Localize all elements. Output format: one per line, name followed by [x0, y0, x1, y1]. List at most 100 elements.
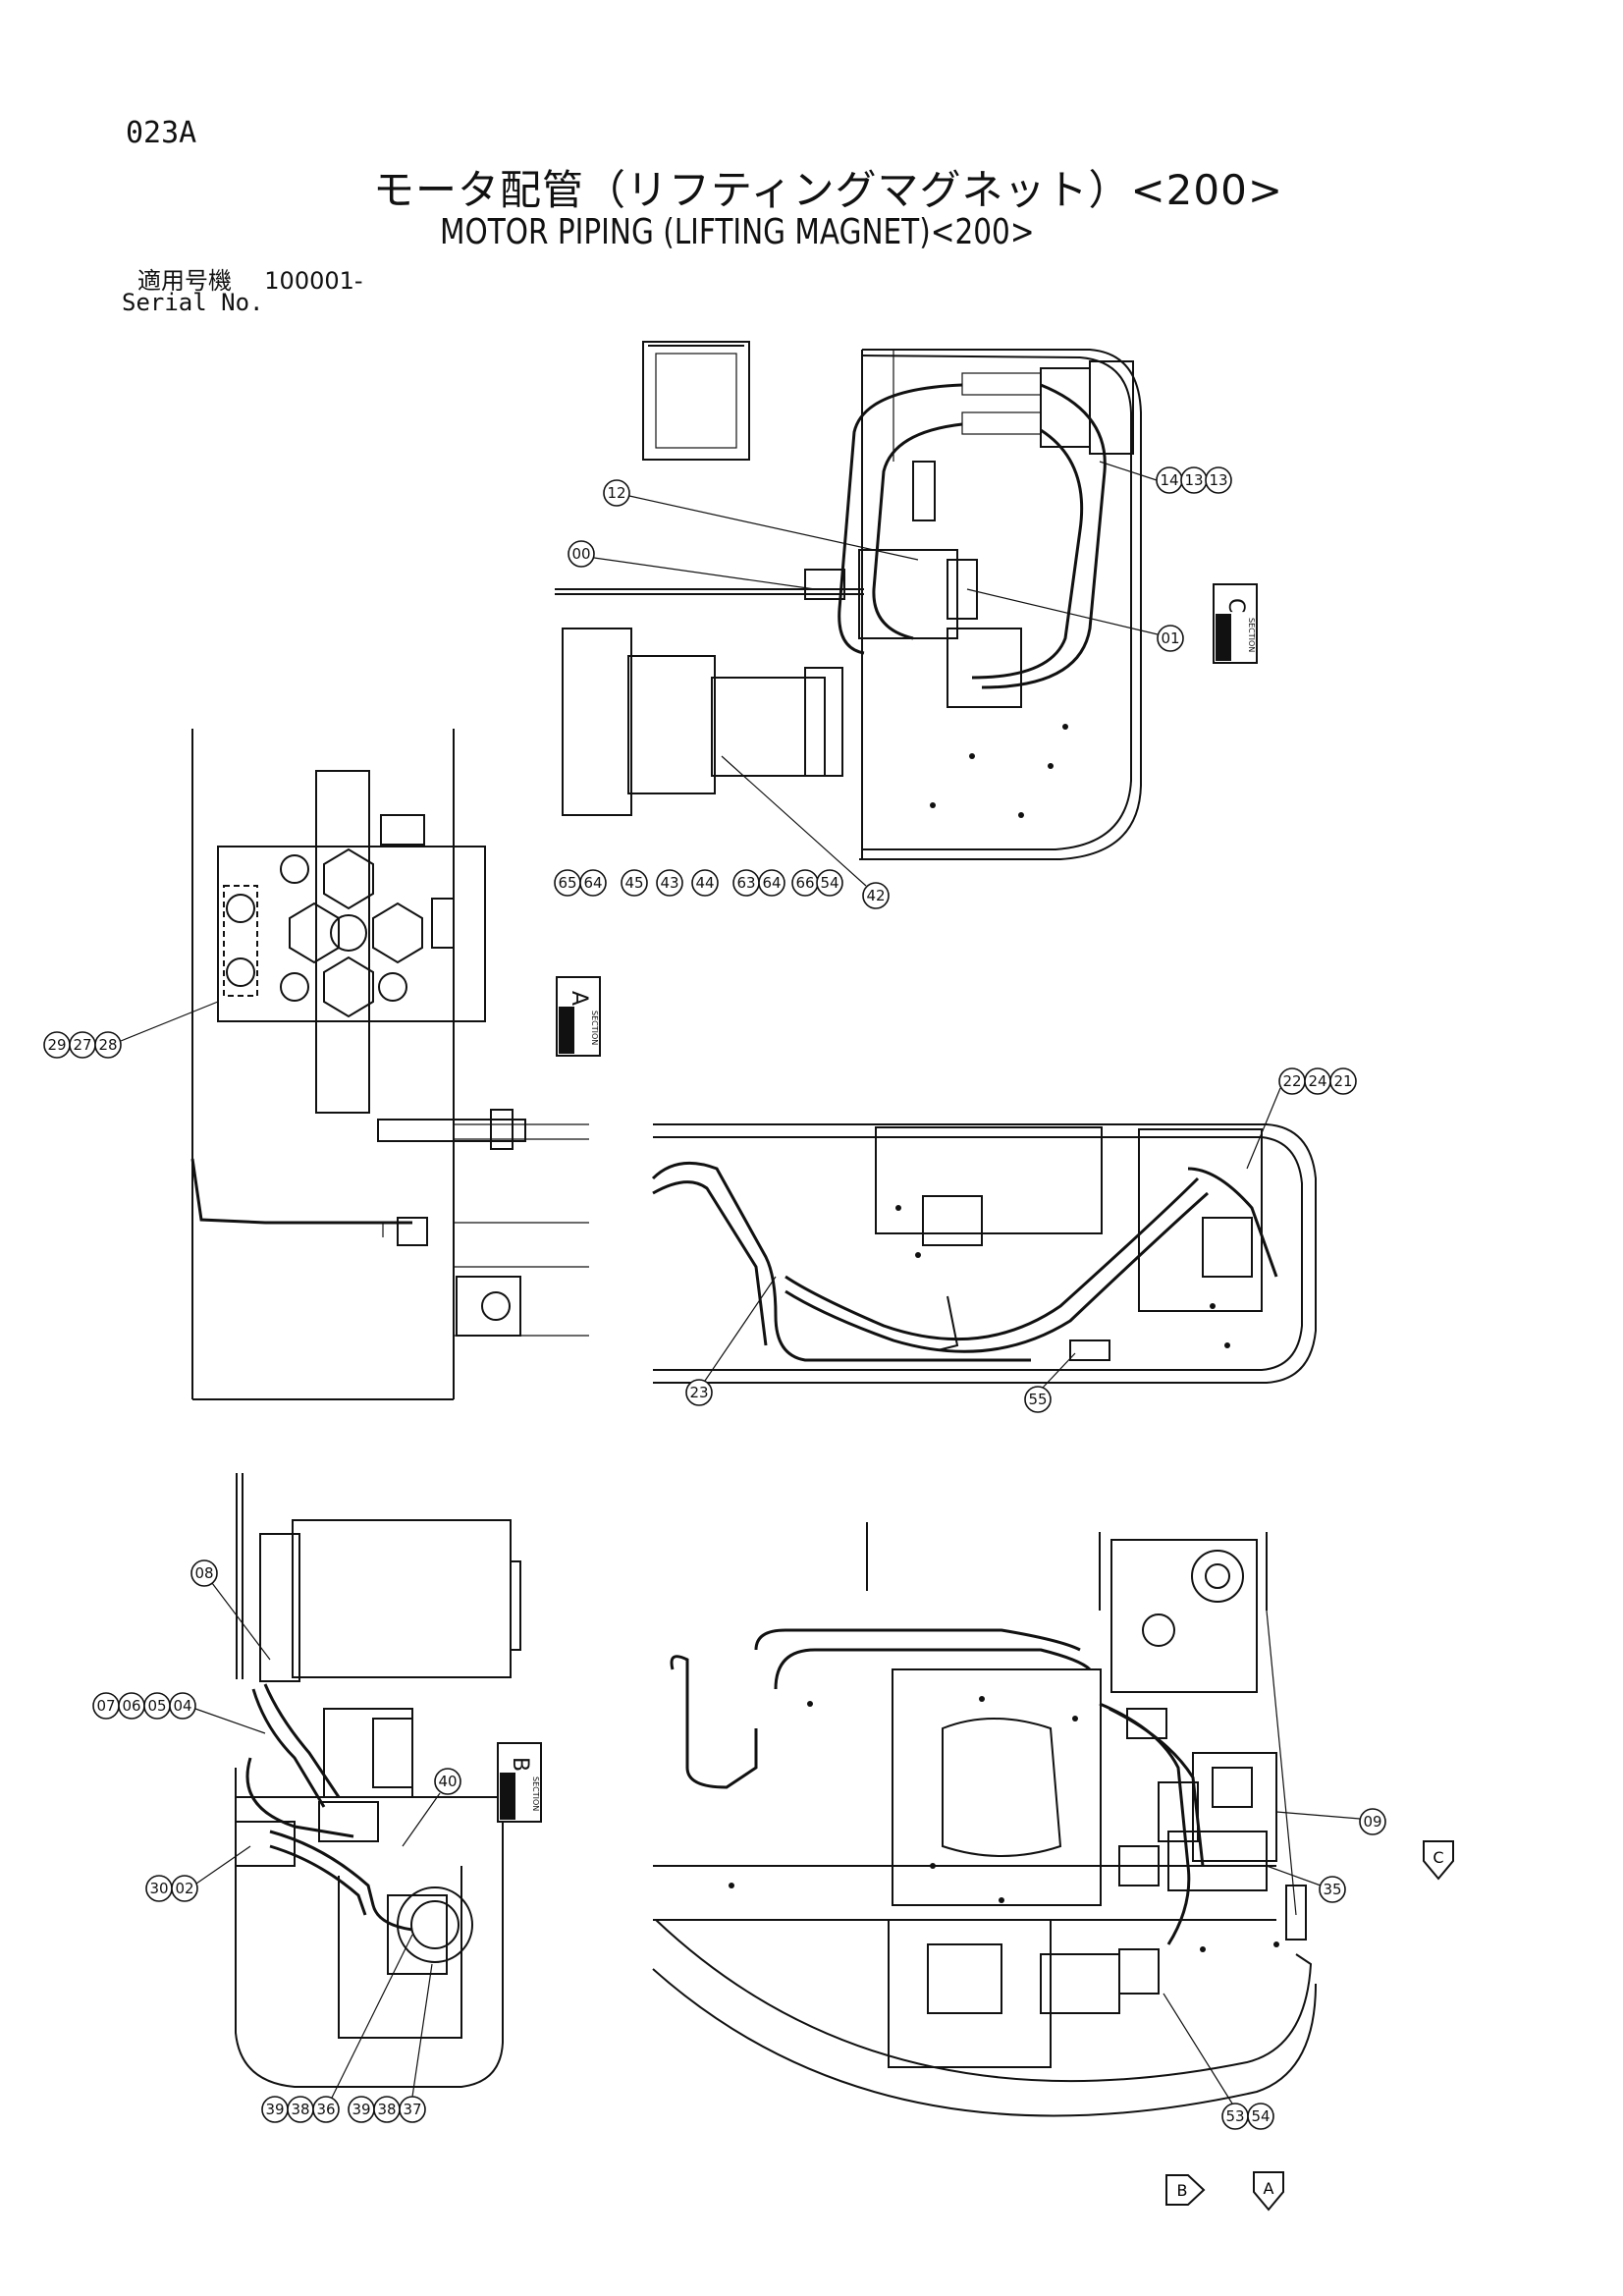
callout-c-3: 12: [603, 479, 630, 507]
svg-text:00: 00: [571, 545, 590, 563]
callout-b-7: 40: [434, 1768, 461, 1795]
callout-a-right-2: 21: [1329, 1067, 1357, 1095]
hose-a1: [651, 1161, 1031, 1362]
callout-a-right-1: 24: [1304, 1067, 1331, 1095]
callout-main-1: 35: [1319, 1876, 1346, 1903]
svg-text:13: 13: [1184, 471, 1203, 489]
callout-b-4: 04: [169, 1692, 196, 1720]
pump-main: [1192, 1752, 1277, 1862]
callout-a-right-3: 23: [685, 1379, 713, 1406]
title-japanese: モータ配管（リフティングマグネット）<200>: [373, 166, 1284, 214]
callout-b-2: 06: [118, 1692, 145, 1720]
callout-c-9: 43: [656, 869, 683, 897]
svg-text:04: 04: [173, 1697, 191, 1715]
cab-frame: [892, 1668, 1102, 1906]
svg-text:37: 37: [403, 2101, 421, 2118]
svg-text:39: 39: [265, 2101, 284, 2118]
view-a-right: [651, 1123, 1317, 1384]
callout-c-12: 64: [758, 869, 785, 897]
section-a-letter: A: [567, 991, 591, 1006]
view-arrow-b: B: [1165, 2174, 1206, 2206]
svg-text:28: 28: [98, 1036, 117, 1054]
serial-label-jp: 適用号機 100001-: [137, 261, 363, 296]
callout-b-12: 38: [373, 2096, 401, 2123]
callout-c-10: 44: [691, 869, 719, 897]
callout-c-7: 64: [579, 869, 607, 897]
callout-c-11: 63: [732, 869, 760, 897]
svg-text:42: 42: [866, 887, 885, 904]
callout-a-left-1: 27: [69, 1031, 96, 1059]
callout-main-2: 53: [1221, 2103, 1249, 2130]
callout-c-2: 13: [1205, 466, 1232, 494]
callout-main-3: 54: [1247, 2103, 1274, 2130]
callout-a-left-0: 29: [43, 1031, 71, 1059]
view-arrow-b-letter: B: [1177, 2181, 1188, 2200]
svg-text:40: 40: [438, 1773, 457, 1790]
svg-text:38: 38: [377, 2101, 396, 2118]
view-arrow-a: A: [1253, 2171, 1284, 2212]
view-arrow-c: C: [1423, 1840, 1454, 1881]
svg-text:55: 55: [1028, 1391, 1047, 1408]
svg-text:64: 64: [583, 874, 602, 892]
callout-a-right-0: 22: [1278, 1067, 1306, 1095]
engine-block-main: [1110, 1539, 1258, 1693]
svg-text:13: 13: [1209, 471, 1227, 489]
callout-b-9: 38: [287, 2096, 314, 2123]
callout-c-4: 00: [568, 540, 595, 568]
svg-text:43: 43: [660, 874, 678, 892]
callout-b-6: 02: [171, 1875, 198, 1902]
engine-flywheel: [562, 628, 632, 816]
hose-a-left: [190, 1158, 412, 1225]
view-arrow-c-letter: C: [1433, 1848, 1443, 1867]
title-english: MOTOR PIPING (LIFTING MAGNET)<200>: [440, 212, 1035, 252]
svg-text:45: 45: [624, 874, 643, 892]
callout-b-0: 08: [190, 1559, 218, 1587]
svg-text:06: 06: [122, 1697, 140, 1715]
frame-a-right: [653, 1123, 1317, 1384]
tank-upper: [292, 1519, 512, 1678]
upper-block: [875, 1126, 1103, 1234]
page-number: 023A: [126, 116, 197, 150]
callout-b-1: 07: [92, 1692, 120, 1720]
svg-text:24: 24: [1308, 1072, 1326, 1090]
svg-text:53: 53: [1225, 2107, 1244, 2125]
svg-text:65: 65: [558, 874, 576, 892]
callout-c-13: 66: [791, 869, 819, 897]
view-b: [235, 1473, 521, 2088]
section-b-marker: B SECTION: [497, 1742, 542, 1823]
callout-c-8: 45: [621, 869, 648, 897]
callout-b-8: 39: [261, 2096, 289, 2123]
callout-a-right-4: 55: [1024, 1386, 1052, 1413]
section-c-letter: C: [1223, 598, 1248, 613]
seat-outline: [642, 341, 750, 461]
svg-text:22: 22: [1282, 1072, 1301, 1090]
svg-text:23: 23: [689, 1384, 708, 1401]
hose-main-top: [774, 1648, 1092, 1690]
callout-c-15: 42: [862, 882, 890, 909]
svg-text:01: 01: [1161, 629, 1179, 647]
svg-text:14: 14: [1160, 471, 1178, 489]
svg-text:27: 27: [73, 1036, 91, 1054]
section-a-marker: A SECTION: [556, 976, 601, 1057]
view-main: [652, 1522, 1317, 2117]
callout-b-11: 39: [348, 2096, 375, 2123]
svg-text:63: 63: [736, 874, 755, 892]
serial-label-jp-text: 適用号機: [137, 267, 232, 295]
callout-b-5: 30: [145, 1875, 173, 1902]
section-b-label: SECTION: [531, 1777, 540, 1811]
svg-text:66: 66: [795, 874, 814, 892]
svg-text:08: 08: [194, 1564, 213, 1582]
callout-c-14: 54: [816, 869, 843, 897]
svg-text:64: 64: [762, 874, 781, 892]
view-arrow-a-letter: A: [1264, 2179, 1274, 2198]
hose-b1: [251, 1688, 326, 1808]
section-c-marker: C SECTION: [1213, 583, 1258, 664]
valve-plate: [217, 846, 486, 1022]
svg-text:39: 39: [352, 2101, 370, 2118]
svg-text:07: 07: [96, 1697, 115, 1715]
section-c-label: SECTION: [1247, 618, 1256, 652]
svg-text:21: 21: [1333, 1072, 1352, 1090]
svg-text:02: 02: [175, 1880, 193, 1897]
svg-text:09: 09: [1363, 1813, 1381, 1831]
